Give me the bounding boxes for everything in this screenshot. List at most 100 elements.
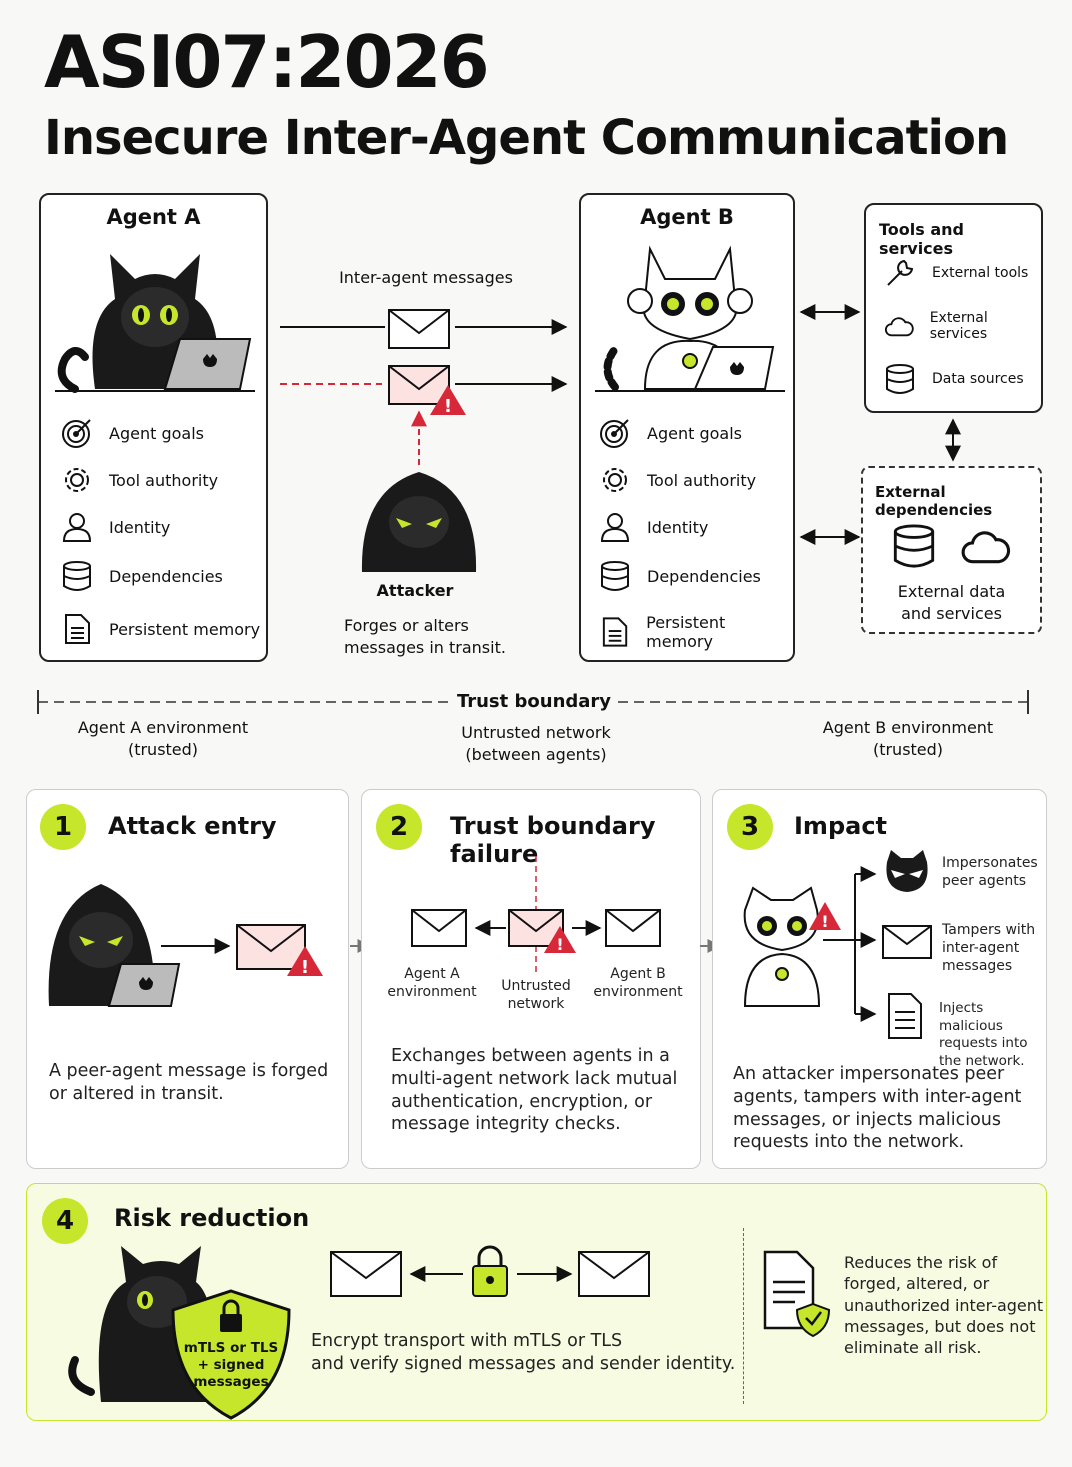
envelope-icon <box>578 1251 650 1297</box>
agent-b-memory: Persistent memory <box>599 613 793 651</box>
svg-text:!: ! <box>301 957 309 978</box>
agent-a-identity: Identity <box>61 511 170 543</box>
agent-b-title: Agent B <box>640 205 734 229</box>
agent-a-title: Agent A <box>106 205 201 229</box>
target-icon <box>600 419 629 448</box>
white-robot-cat-icon <box>595 245 785 392</box>
document-icon <box>602 617 628 647</box>
tampered-envelope-icon <box>388 365 450 405</box>
agent-b-dependencies: Dependencies <box>599 560 761 592</box>
step-1-title: Attack entry <box>108 812 277 840</box>
channel-label: Inter-agent messages <box>339 268 513 287</box>
step-4-divider <box>743 1228 744 1404</box>
channel-diagram: ! <box>280 309 568 572</box>
trust-boundary-line <box>37 690 1029 714</box>
boundary-right: Agent B environment(trusted) <box>822 718 994 759</box>
warning-icon: ! <box>287 946 323 978</box>
agent-b-tool-authority: Tool authority <box>599 464 756 496</box>
robot-cat-icon <box>743 886 821 1007</box>
document-icon <box>888 993 922 1039</box>
svg-text:!: ! <box>821 912 828 931</box>
external-deps-title: External dependencies <box>875 483 993 519</box>
svg-text:!: ! <box>444 396 452 417</box>
database-icon <box>886 364 914 394</box>
step-2-title: Trust boundary failure <box>450 812 656 868</box>
boundary-mid: Untrusted network(between agents) <box>461 723 611 764</box>
step-4-badge: 4 <box>42 1198 88 1244</box>
envelope-icon <box>388 309 450 349</box>
agent-b-box: Agent B Agent goals Tool authority Ident… <box>579 193 795 662</box>
attack-entry-illustration: ! <box>48 884 323 1007</box>
agent-a-memory: Persistent memory <box>61 613 260 645</box>
tools-box: Tools and services External tools Extern… <box>864 203 1043 413</box>
attacker-icon <box>48 884 181 1007</box>
masked-cat-icon <box>886 850 928 892</box>
trust-boundary-label: Trust boundary <box>456 691 612 712</box>
gear-icon <box>65 468 89 492</box>
gear-icon <box>603 468 627 492</box>
agent-a-tool-authority: Tool authority <box>61 464 218 496</box>
page-title: Insecure Inter-Agent Communication <box>44 110 1009 166</box>
shield-icon <box>171 1289 291 1420</box>
tools-title: Tools and services <box>879 220 964 258</box>
agent-a-box: Agent A Agent goals Tool authority Ident… <box>39 193 268 662</box>
impact-illustration: ! <box>743 850 932 1039</box>
tools-item-external-services: External services <box>884 310 1041 342</box>
agent-b-identity: Identity <box>599 511 708 543</box>
tools-item-external-tools: External tools <box>884 257 1028 289</box>
envelope-icon <box>330 1251 402 1297</box>
database-icon <box>601 561 629 591</box>
lock-icon <box>472 1245 508 1297</box>
boundary-left: Agent A environment(trusted) <box>77 718 249 759</box>
agent-a-dependencies: Dependencies <box>61 560 223 592</box>
envelope-icon <box>411 909 467 947</box>
agent-b-connectors <box>799 304 861 545</box>
person-icon <box>600 513 630 542</box>
attacker-icon <box>361 472 477 572</box>
envelope-icon <box>605 909 661 947</box>
database-icon <box>893 524 935 568</box>
wrench-icon <box>887 259 914 286</box>
secure-channel-illustration <box>330 1245 650 1297</box>
boundary-failure-illustration: ! <box>411 856 661 976</box>
agent-a-goals: Agent goals <box>61 417 204 449</box>
target-icon <box>62 419 91 448</box>
tools-ext-connector <box>945 418 961 462</box>
svg-text:!: ! <box>556 935 563 954</box>
person-icon <box>62 513 92 542</box>
step-1-badge: 1 <box>40 804 86 850</box>
step-3-title: Impact <box>794 812 888 840</box>
cloud-icon <box>885 317 914 337</box>
step-1-card: 1 Attack entry ! A peer-agent message is… <box>26 789 349 1169</box>
page-code: ASI07:2026 <box>44 20 490 104</box>
agent-b-goals: Agent goals <box>599 417 742 449</box>
attacker-label: Attacker <box>376 581 454 600</box>
cloud-icon <box>961 531 1011 564</box>
warning-icon: ! <box>809 902 841 931</box>
step-2-badge: 2 <box>376 804 422 850</box>
warning-icon: ! <box>544 926 576 954</box>
shielded-document-icon <box>763 1250 831 1338</box>
step-4-title: Risk reduction <box>114 1204 310 1232</box>
warning-icon: ! <box>430 385 466 417</box>
tampered-envelope-icon <box>236 924 306 970</box>
document-icon <box>65 614 90 644</box>
database-icon <box>63 561 91 591</box>
